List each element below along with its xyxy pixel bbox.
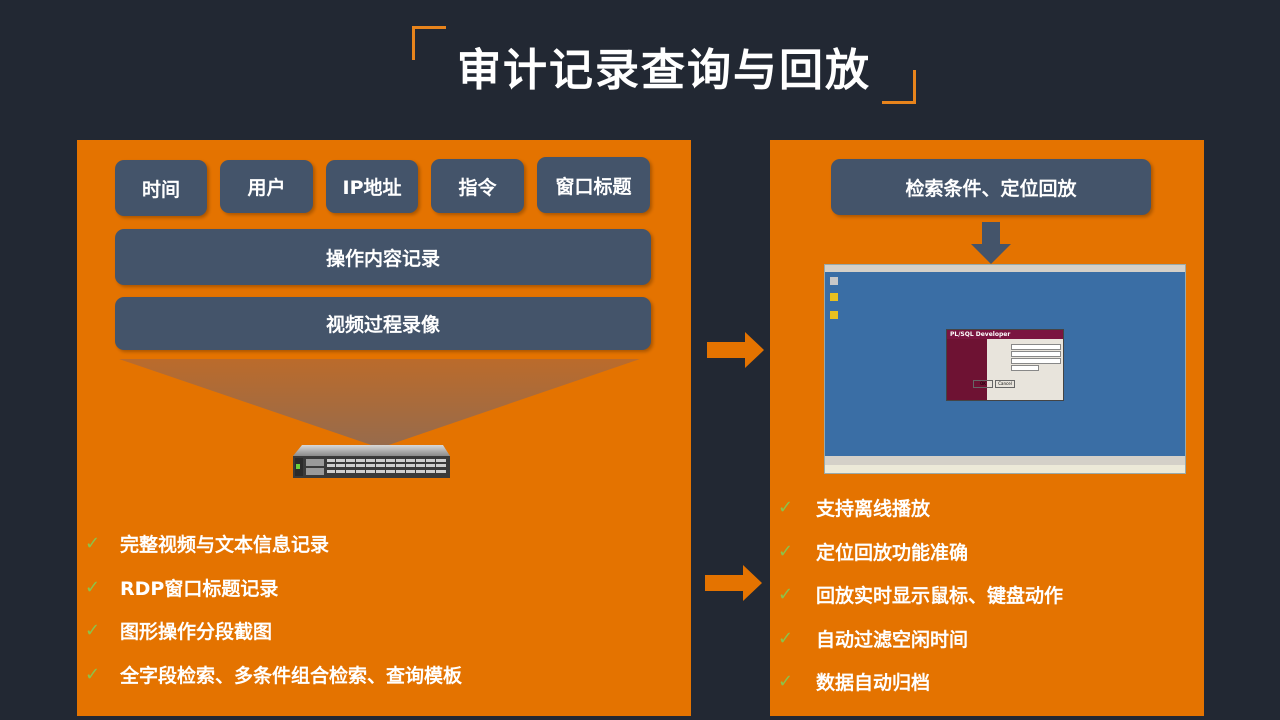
- tag-time: 时间: [115, 160, 207, 216]
- screenshot-titlebar: [825, 265, 1185, 272]
- feature-label: 定位回放功能准确: [816, 541, 969, 564]
- list-item: ✓ 支持离线播放: [778, 486, 1198, 530]
- feature-label: RDP窗口标题记录: [120, 577, 279, 600]
- left-panel: 时间 用户 IP地址 指令 窗口标题 操作内容记录 视频过程录像: [77, 140, 691, 716]
- screenshot-statusbar: [825, 465, 1185, 473]
- check-icon: ✓: [778, 627, 794, 649]
- check-icon: ✓: [778, 540, 794, 562]
- tag-window-title: 窗口标题: [537, 157, 650, 213]
- list-item: ✓ 回放实时显示鼠标、键盘动作: [778, 573, 1198, 617]
- login-field: [1011, 351, 1061, 357]
- list-item: ✓ RDP窗口标题记录: [85, 566, 685, 610]
- title-frame: 审计记录查询与回放: [412, 26, 916, 104]
- feature-label: 图形操作分段截图: [120, 621, 273, 644]
- feature-label: 回放实时显示鼠标、键盘动作: [816, 585, 1064, 608]
- right-panel: 检索条件、定位回放 PL/SQL Developer OK Cancel ✓ 支…: [770, 140, 1204, 716]
- list-item: ✓ 完整视频与文本信息记录: [85, 522, 685, 566]
- projection-beam: [119, 359, 640, 448]
- title-corner-top-left: [412, 26, 446, 60]
- check-icon: ✓: [778, 671, 794, 693]
- page-title: 审计记录查询与回放: [457, 45, 871, 96]
- network-switch-icon: [293, 445, 450, 478]
- operation-record-bar: 操作内容记录: [115, 229, 651, 285]
- cancel-button: Cancel: [995, 380, 1015, 388]
- right-arrow-icon: [705, 565, 762, 601]
- list-item: ✓ 定位回放功能准确: [778, 530, 1198, 574]
- projection-graphic: [119, 359, 640, 478]
- check-icon: ✓: [778, 584, 794, 606]
- desktop-icon: [830, 293, 838, 301]
- check-icon: ✓: [778, 497, 794, 519]
- login-field: [1011, 358, 1061, 364]
- list-item: ✓ 数据自动归档: [778, 660, 1198, 704]
- tag-ip-address: IP地址: [326, 160, 418, 213]
- search-locate-bar: 检索条件、定位回放: [831, 159, 1151, 215]
- screenshot-taskbar: [825, 456, 1185, 465]
- check-icon: ✓: [85, 620, 101, 642]
- feature-label: 完整视频与文本信息记录: [120, 534, 330, 557]
- feature-label: 数据自动归档: [816, 672, 931, 695]
- check-icon: ✓: [85, 576, 101, 598]
- title-corner-bottom-right: [882, 70, 916, 104]
- tag-command: 指令: [431, 159, 524, 213]
- feature-label: 自动过滤空闲时间: [816, 628, 969, 651]
- list-item: ✓ 自动过滤空闲时间: [778, 617, 1198, 661]
- check-icon: ✓: [85, 663, 101, 685]
- right-feature-list: ✓ 支持离线播放 ✓ 定位回放功能准确 ✓ 回放实时显示鼠标、键盘动作 ✓ 自动…: [778, 486, 1198, 704]
- list-item: ✓ 全字段检索、多条件组合检索、查询模板: [85, 653, 685, 697]
- feature-label: 全字段检索、多条件组合检索、查询模板: [120, 664, 463, 687]
- right-arrow-icon: [707, 332, 764, 368]
- left-feature-list: ✓ 完整视频与文本信息记录 ✓ RDP窗口标题记录 ✓ 图形操作分段截图 ✓ 全…: [85, 522, 685, 696]
- video-record-bar: 视频过程录像: [115, 297, 651, 350]
- login-field: [1011, 344, 1061, 350]
- desktop-icon: [830, 311, 838, 319]
- feature-label: 支持离线播放: [816, 498, 931, 521]
- ok-button: OK: [973, 380, 993, 388]
- desktop-icon: [830, 277, 838, 285]
- replay-screenshot: PL/SQL Developer OK Cancel: [824, 264, 1186, 474]
- login-dialog-title: PL/SQL Developer: [947, 330, 1063, 339]
- login-dialog-banner: [947, 339, 987, 400]
- login-field: [1011, 365, 1039, 371]
- list-item: ✓ 图形操作分段截图: [85, 609, 685, 653]
- login-dialog: PL/SQL Developer OK Cancel: [946, 329, 1064, 401]
- down-arrow-icon: [971, 222, 1011, 264]
- check-icon: ✓: [85, 533, 101, 555]
- tag-user: 用户: [220, 160, 313, 213]
